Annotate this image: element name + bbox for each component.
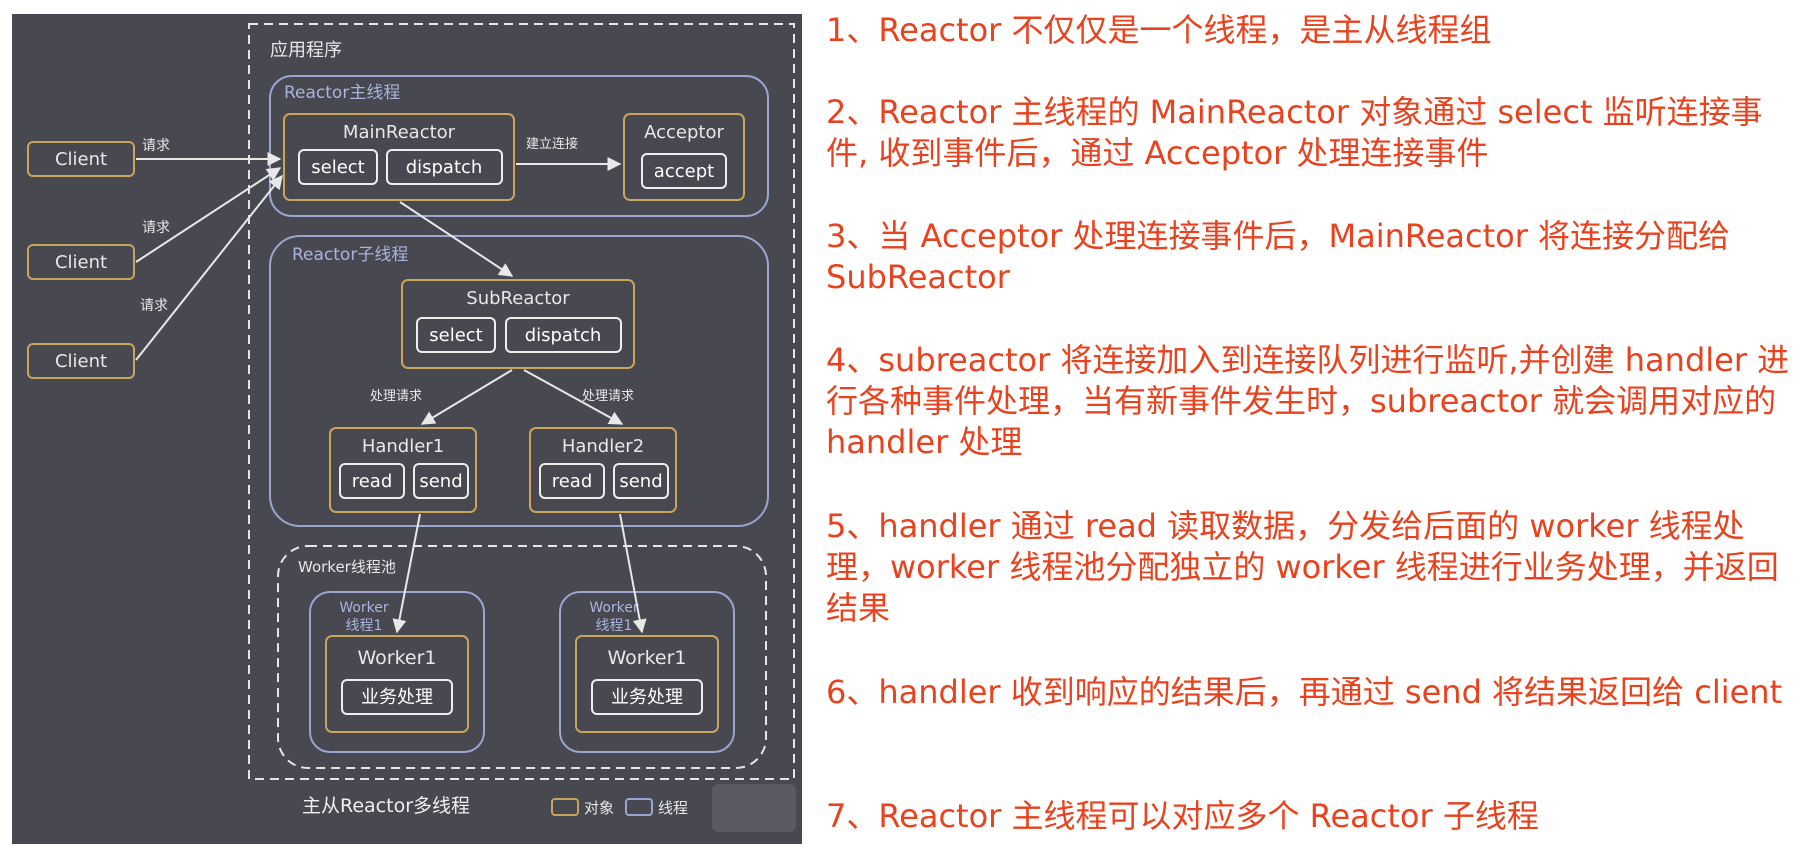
diagram-canvas: 应用程序 Reactor主线程 MainReactor select dispa… [27, 23, 796, 832]
sub-select-box [416, 317, 496, 353]
sub-reactor-title: SubReactor [466, 288, 570, 309]
handler1-send-box [413, 463, 469, 499]
worker1a-title: Worker1 [357, 647, 436, 669]
sub-dispatch-label: dispatch [525, 325, 602, 346]
main-select-label: select [311, 157, 364, 178]
handler1-title: Handler1 [362, 436, 444, 457]
handler2-read-box [539, 463, 605, 499]
legend-object-label: 对象 [584, 799, 614, 817]
worker-thread1-label-a: Worker [339, 600, 389, 616]
client1-label: Client [55, 149, 107, 170]
note-7: 7、Reactor 主线程可以对应多个 Reactor 子线程 [826, 797, 1539, 835]
worker-thread1-label-b: 线程1 [346, 618, 383, 634]
legend-thread-swatch [625, 798, 653, 816]
dispatch-to-sub-arrow [399, 201, 514, 277]
worker1a-task-label: 业务处理 [361, 687, 433, 708]
worker1b-task-label: 业务处理 [611, 687, 683, 708]
handler1-read-label: read [352, 471, 393, 492]
worker-thread2-label-a: Worker [589, 600, 639, 616]
worker1b-task-box [591, 679, 703, 715]
reactor-diagram: 应用程序 Reactor主线程 MainReactor select dispa… [12, 14, 802, 844]
note-4: 4、subreactor 将连接加入到连接队列进行监听,并创建 handler … [826, 341, 1790, 461]
application-boundary [248, 23, 795, 780]
sub-dispatch-box [505, 317, 622, 353]
handler1-read-box [339, 463, 405, 499]
handler2-box [529, 427, 677, 513]
client3-label: Client [55, 351, 107, 372]
client3-box [27, 343, 135, 379]
worker-pool-boundary [277, 545, 767, 769]
handler1-box [329, 427, 477, 513]
process-label-2: 处理请求 [582, 389, 634, 404]
request-label-1: 请求 [142, 138, 170, 154]
client2-box [27, 244, 135, 280]
note-1: 1、Reactor 不仅仅是一个线程，是主从线程组 [826, 11, 1492, 49]
diagram-caption: 主从Reactor多线程 [302, 795, 470, 817]
acceptor-accept-box [641, 153, 727, 189]
note-6: 6、handler 收到响应的结果后，再通过 send 将结果返回给 clien… [826, 673, 1783, 711]
sub-thread-label: Reactor子线程 [292, 245, 408, 265]
worker1b-title: Worker1 [607, 647, 686, 669]
main-dispatch-box [386, 149, 503, 185]
handler2-send-box [613, 463, 669, 499]
note-5: 5、handler 通过 read 读取数据，分发给后面的 worker 线程处… [826, 507, 1779, 627]
acceptor-box [623, 113, 745, 201]
handler2-send-label: send [619, 471, 662, 492]
process-label-1: 处理请求 [370, 389, 422, 404]
legend-object-swatch [551, 798, 579, 816]
main-select-box [298, 149, 378, 185]
worker-pool-label: Worker线程池 [298, 558, 396, 576]
handler2-read-label: read [552, 471, 593, 492]
handler1-send-label: send [419, 471, 462, 492]
main-thread-label: Reactor主线程 [284, 83, 400, 103]
legend-thread-label: 线程 [658, 799, 688, 817]
connect-label: 建立连接 [526, 136, 578, 152]
main-reactor-box [283, 113, 515, 201]
note-2: 2、Reactor 主线程的 MainReactor 对象通过 select 监… [826, 93, 1763, 172]
note-3: 3、当 Acceptor 处理连接事件后，MainReactor 将连接分配给 … [826, 217, 1731, 296]
client3-request-arrow [135, 174, 283, 361]
sub-select-label: select [429, 325, 482, 346]
worker1a-task-box [341, 679, 453, 715]
client2-request-arrow [135, 167, 282, 263]
worker-thread2-box [559, 591, 735, 753]
client1-box [27, 141, 135, 177]
process-arrow-2 [523, 369, 624, 425]
main-thread-group [269, 75, 769, 217]
client2-label: Client [55, 252, 107, 273]
worker-thread2-label-b: 线程1 [596, 618, 633, 634]
worker1b-box [575, 635, 719, 733]
handler2-to-worker-arrow [619, 513, 647, 634]
worker-thread1-box [309, 591, 485, 753]
handler2-title: Handler2 [562, 436, 644, 457]
sub-thread-group [269, 235, 769, 527]
sub-reactor-box [401, 279, 635, 369]
worker1a-box [325, 635, 469, 733]
main-reactor-title: MainReactor [343, 122, 456, 143]
process-arrow-1 [420, 369, 513, 425]
request-label-2: 请求 [142, 220, 170, 236]
request-label-3: 请求 [140, 298, 168, 314]
handler1-to-worker-arrow [392, 513, 421, 634]
watermark-blur [712, 784, 796, 832]
application-label: 应用程序 [270, 40, 342, 61]
acceptor-accept-label: accept [654, 161, 714, 182]
acceptor-title: Acceptor [644, 122, 724, 143]
main-dispatch-label: dispatch [406, 157, 483, 178]
